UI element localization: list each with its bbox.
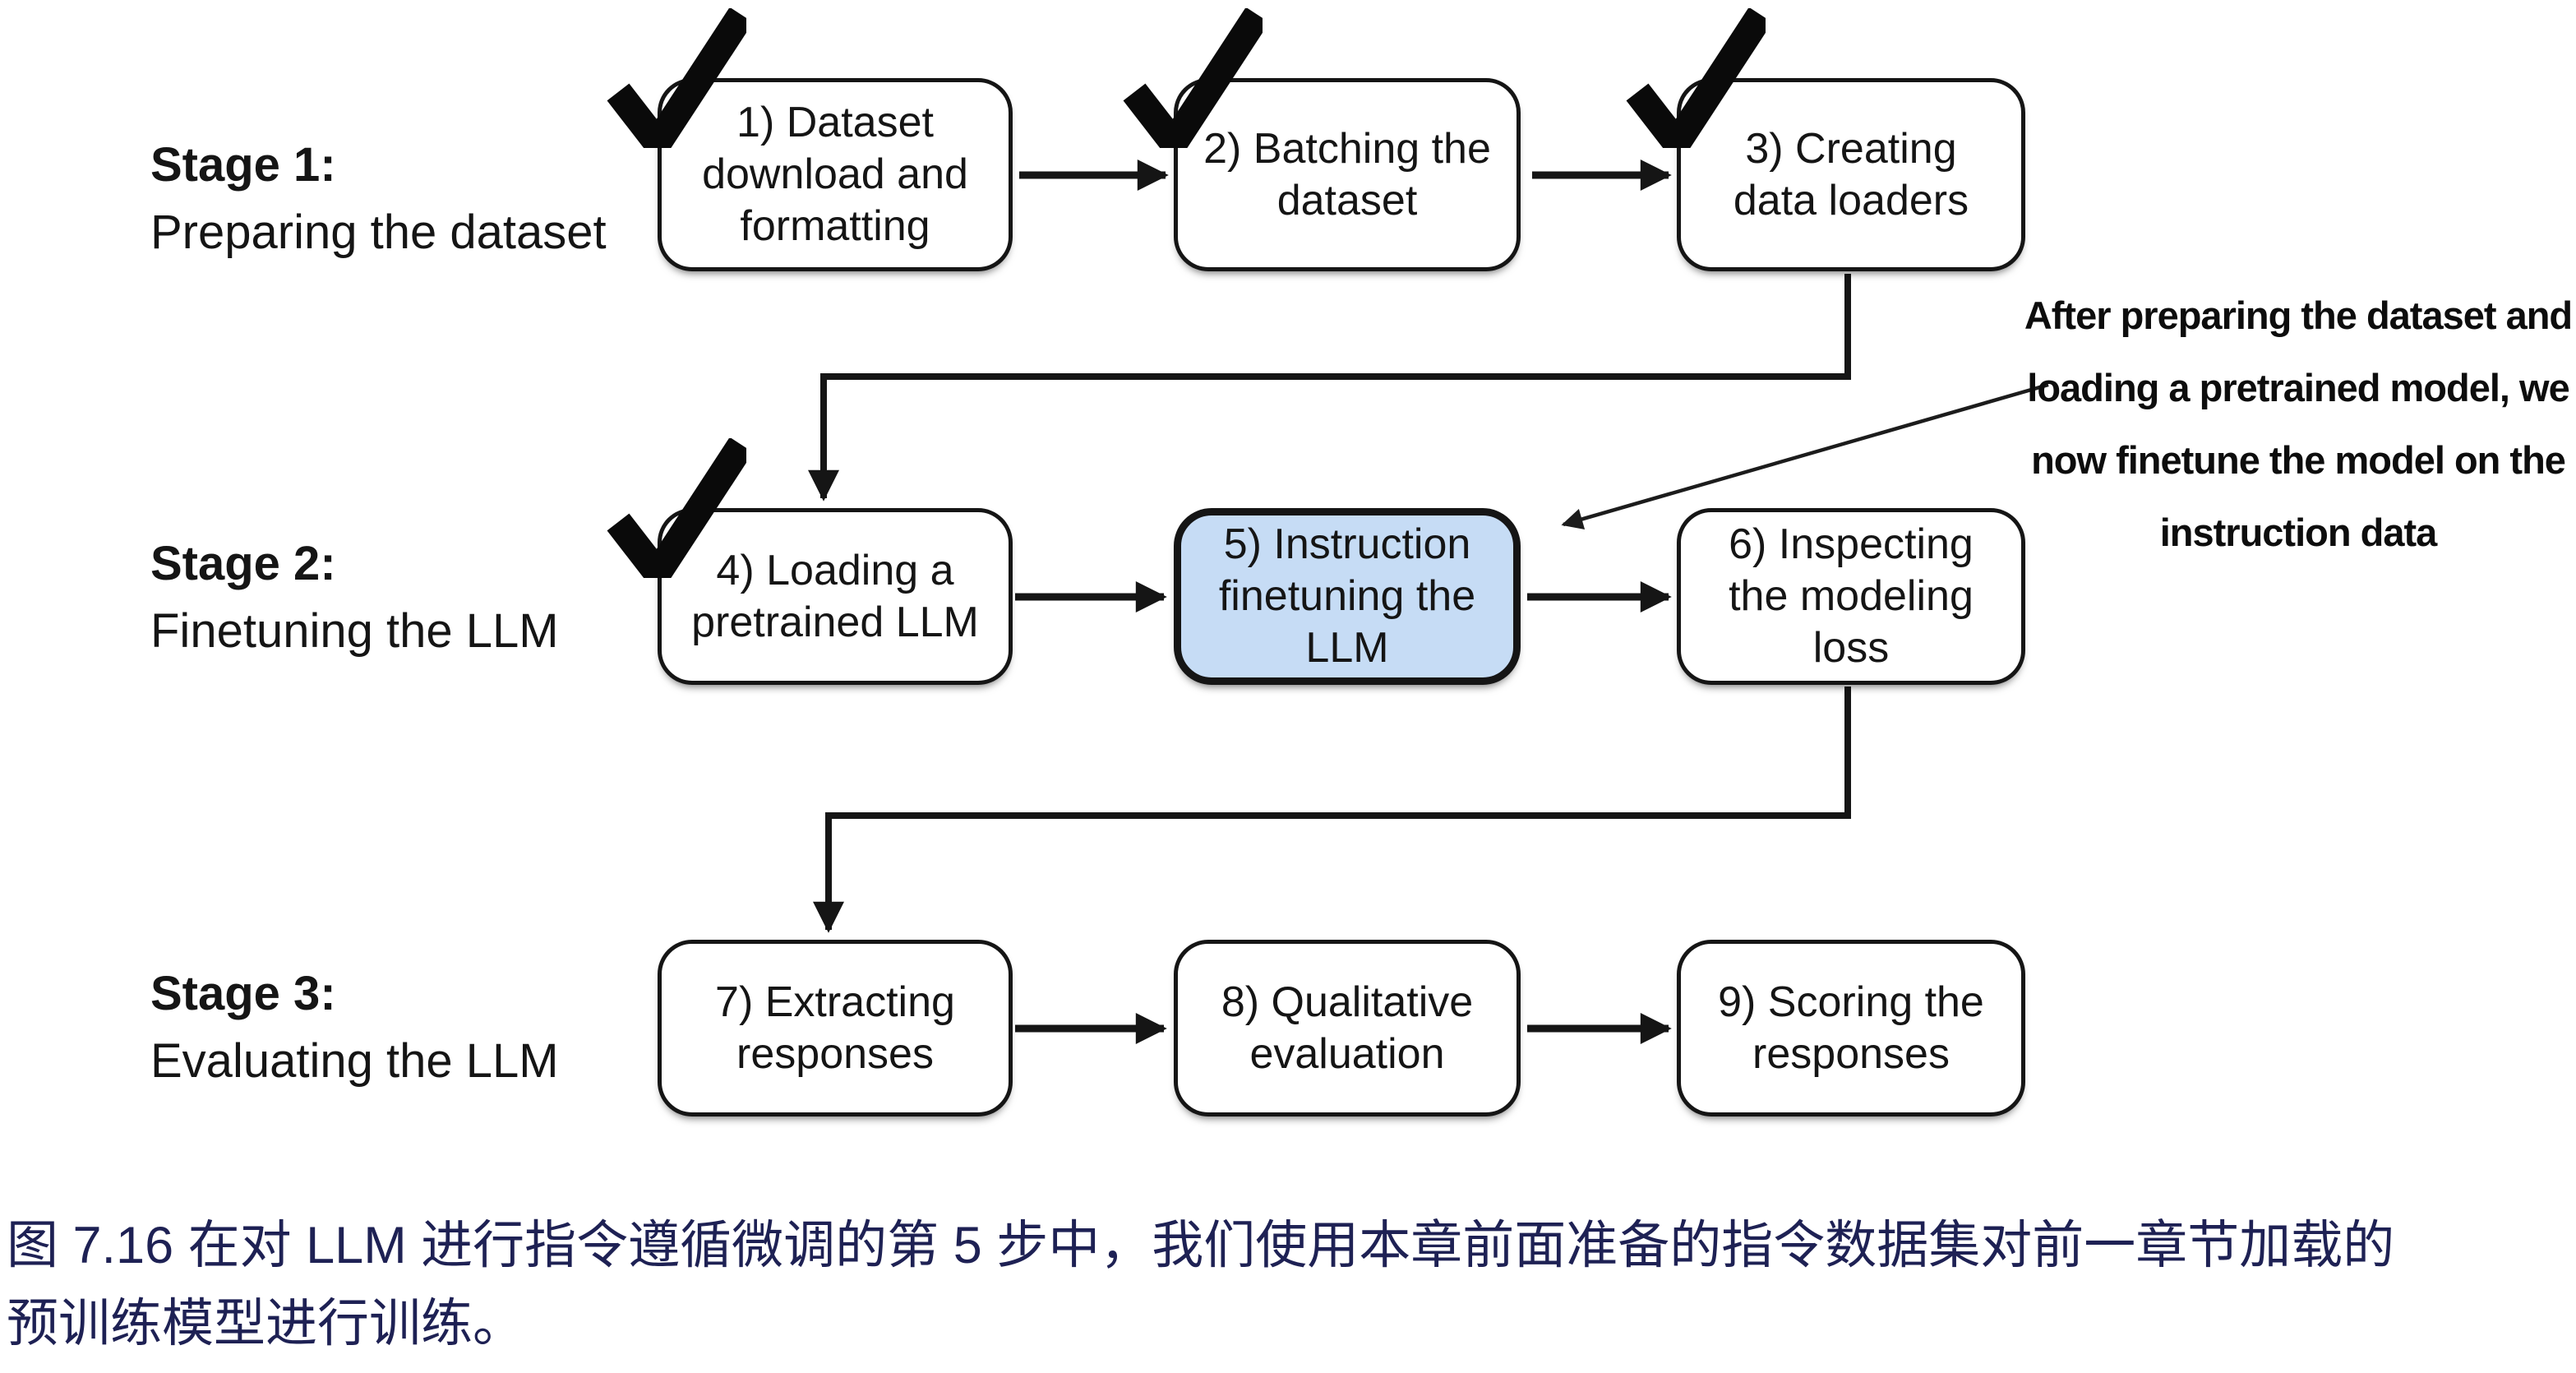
flow-box-8-qualitative-evaluation: 8) Qualitative evaluation	[1174, 940, 1521, 1116]
flow-box-7-extracting-responses: 7) Extracting responses	[658, 940, 1013, 1116]
stage-3-subtitle: Evaluating the LLM	[150, 1034, 559, 1088]
flow-box-6-inspecting-loss: 6) Inspecting the modeling loss	[1677, 508, 2025, 685]
stage-2-title: Stage 2:	[150, 537, 336, 590]
annotation-arrow	[1561, 382, 2049, 530]
stage-2-subtitle: Finetuning the LLM	[150, 604, 559, 658]
flow-box-4-loading-pretrained-llm: 4) Loading a pretrained LLM	[658, 508, 1013, 685]
stage-3-label: Stage 3: Evaluating the LLM	[150, 960, 559, 1095]
checkmark-icon	[1123, 8, 1263, 148]
checkmark-icon	[607, 8, 746, 148]
flow-box-3-creating-data-loaders: 3) Creating data loaders	[1677, 78, 2025, 271]
flow-box-9-scoring-responses: 9) Scoring the responses	[1677, 940, 2025, 1116]
elbow-connector-3-4	[808, 274, 1851, 502]
stage-2-label: Stage 2: Finetuning the LLM	[150, 530, 559, 665]
flow-box-2-batching-dataset: 2) Batching the dataset	[1174, 78, 1521, 271]
annotation-note: After preparing the dataset and loading …	[2024, 294, 2573, 554]
elbow-connector-6-7	[813, 686, 1851, 933]
flow-box-1-dataset-download: 1) Dataset download and formatting	[658, 78, 1013, 271]
stage-1-label: Stage 1: Preparing the dataset	[150, 132, 607, 266]
stage-3-title: Stage 3:	[150, 967, 336, 1020]
stage-1-subtitle: Preparing the dataset	[150, 206, 607, 259]
checkmark-icon	[607, 438, 746, 578]
figure-caption: 图 7.16 在对 LLM 进行指令遵循微调的第 5 步中，我们使用本章前面准备…	[7, 1217, 2395, 1352]
stage-1-title: Stage 1:	[150, 138, 336, 192]
checkmark-icon	[1626, 8, 1766, 148]
flow-box-5-instruction-finetuning: 5) Instruction finetuning the LLM	[1174, 508, 1521, 685]
